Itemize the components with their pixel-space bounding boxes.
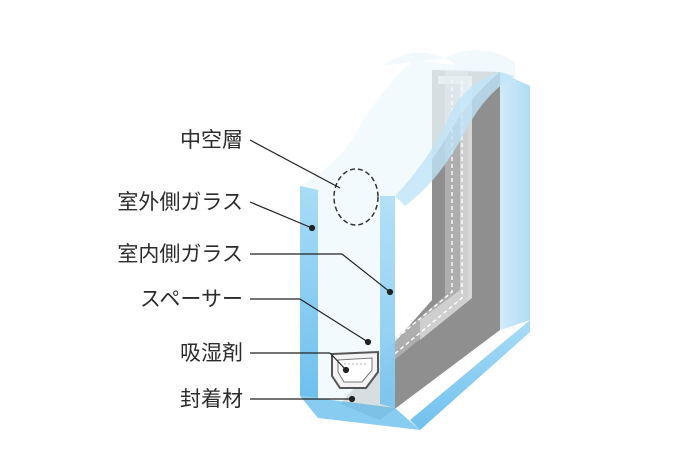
leader-dot-sealant [348,395,356,403]
leader-dot-spacer [364,338,372,346]
leader-outer-glass [249,201,313,229]
hollow-layer-marker [333,168,379,226]
label-hollow-layer: 中空層 [180,128,243,152]
leader-spacer-diag [299,298,369,343]
leader-dot-inner-glass [386,288,394,296]
spacer-profile [331,350,379,389]
label-inner-glass: 室内側ガラス [117,242,243,266]
label-desiccant: 吸湿剤 [180,341,243,365]
leader-dot-outer-glass [308,224,316,232]
leader-dot-desiccant [342,366,350,374]
outer-glass-pane [300,60,515,430]
leader-lines [249,139,394,403]
leader-hollow-layer [249,139,341,189]
label-spacer: スペーサー [139,287,243,311]
leader-desiccant-diag [329,352,347,371]
leader-inner-glass-diag [341,253,391,293]
label-sealant: 封着材 [180,387,243,411]
label-outer-glass: 室外側ガラス [117,190,243,214]
